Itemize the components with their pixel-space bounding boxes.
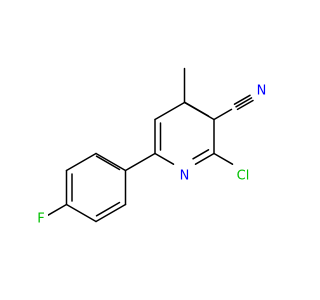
bond-c6-phenyl [124, 152, 156, 172]
bond-ph4-ph5 [65, 203, 97, 223]
bond-ph1-ph2 [95, 152, 127, 172]
bond-ph4-f [47, 203, 68, 216]
atom-nitrile-n: N [255, 84, 268, 99]
atom-ring-n: N [178, 169, 191, 184]
bond-ph5-ph6 [95, 203, 127, 223]
bond-c3-c4-inner [183, 101, 210, 117]
atom-chlorine: Cl [232, 169, 254, 184]
bond-nitrile-triple-1 [233, 94, 251, 105]
fluorine-label: F [37, 212, 44, 227]
bond-ring-n-c2-inner [192, 149, 210, 160]
atom-fluorine: F [35, 212, 48, 227]
bond-ph1-ph2-inner [95, 155, 121, 171]
bond-ph2-ph3 [65, 152, 97, 172]
bond-nitrile-triple-2 [235, 97, 253, 108]
chlorine-label: Cl [237, 169, 250, 184]
bond-c6-ring-n [154, 152, 175, 165]
bond-ring-n-c2 [194, 152, 215, 165]
bond-ph5-ph6-inner [95, 201, 121, 217]
bond-c3-nitrile-c [213, 108, 233, 121]
bond-nitrile-triple-3 [236, 99, 254, 111]
bond-c4-c5 [154, 101, 186, 121]
bond-c2-cl [213, 152, 234, 165]
chemical-structure-diagram: N Cl N F [35, 67, 268, 227]
ring-n-label: N [180, 169, 190, 184]
nitrile-n-label: N [257, 84, 267, 99]
